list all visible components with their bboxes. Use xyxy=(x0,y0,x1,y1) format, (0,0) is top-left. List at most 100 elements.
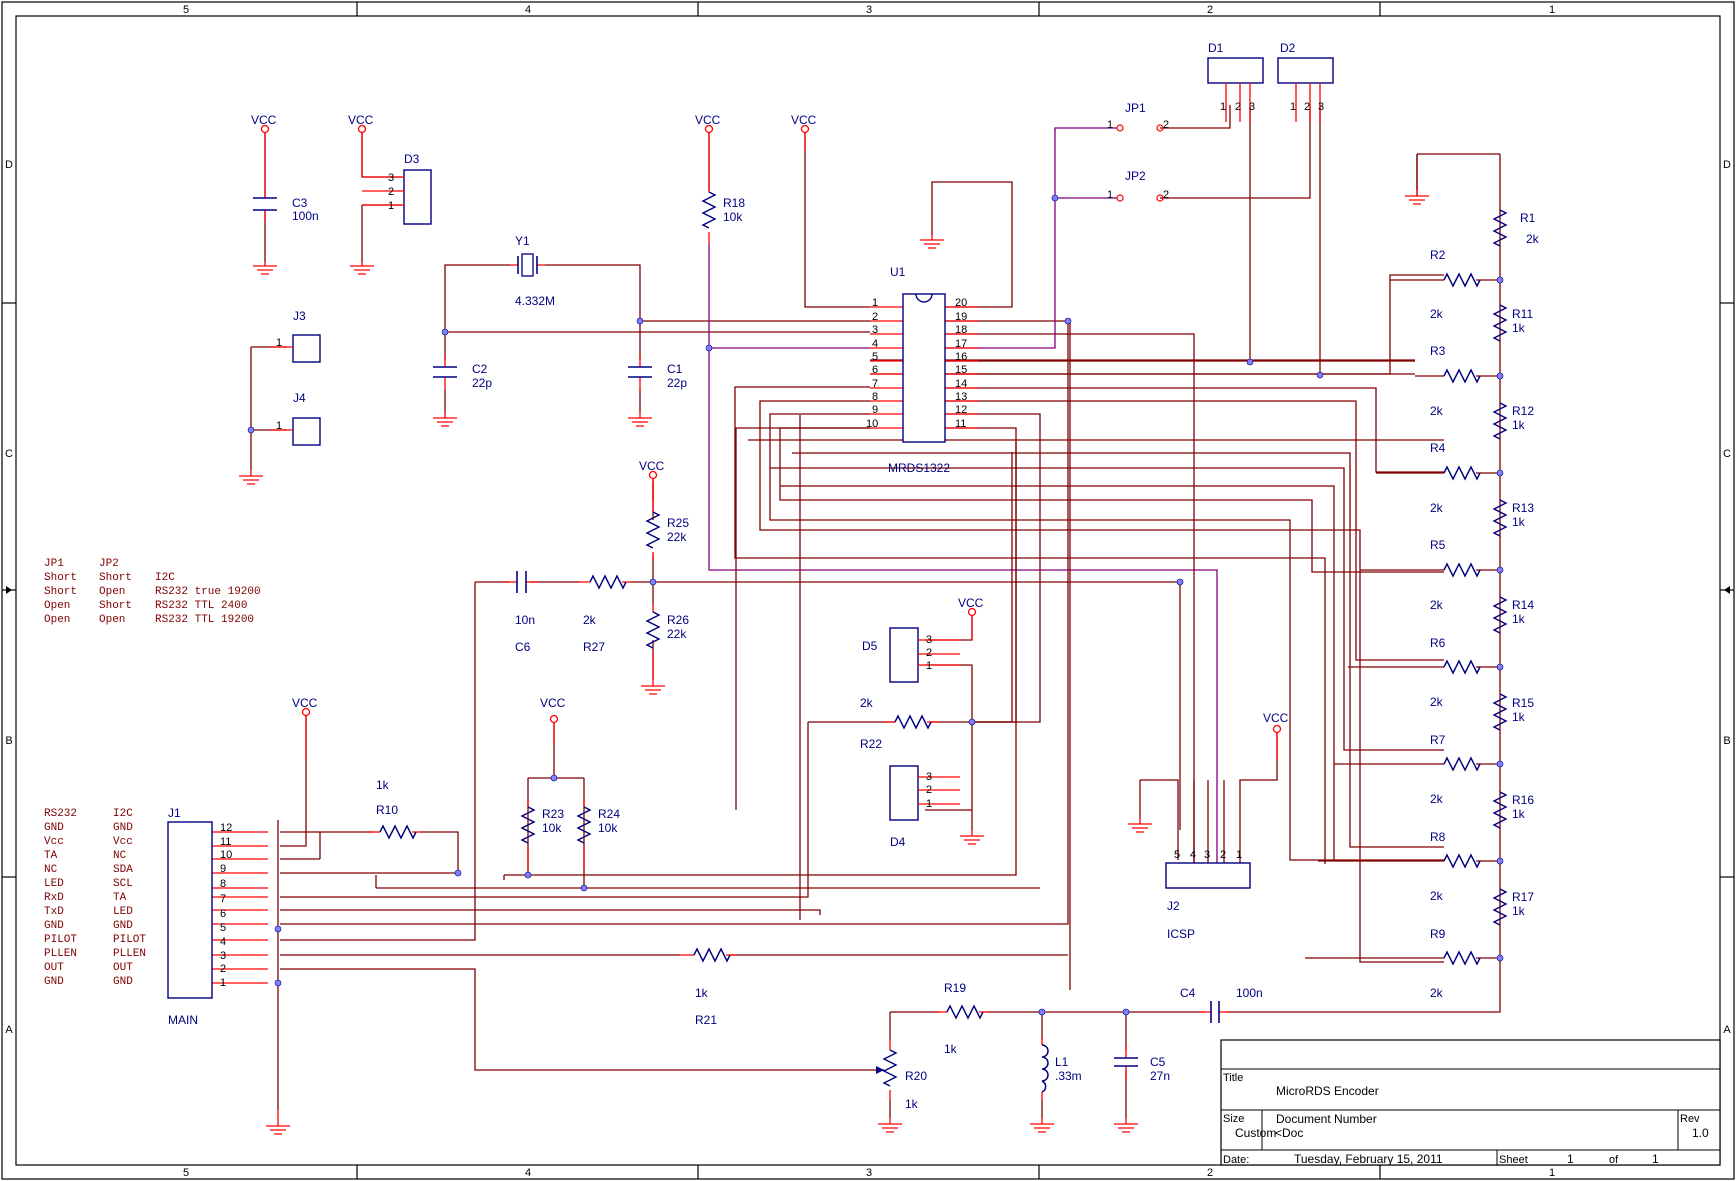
r9-value: 2k xyxy=(1430,986,1444,1000)
zone-col-4: 4 xyxy=(525,4,531,16)
r23-ref: R23 xyxy=(542,807,564,821)
r16-resistor[interactable]: R16 1k xyxy=(1492,791,1534,829)
r22-value: 2k xyxy=(860,696,874,710)
r4-resistor[interactable]: R4 2k xyxy=(1376,441,1500,515)
r15-resistor[interactable]: R15 1k xyxy=(1492,693,1534,731)
r7-value: 2k xyxy=(1430,792,1444,806)
r9-resistor[interactable]: R9 2k xyxy=(1305,927,1500,1000)
r21-resistor[interactable]: 1k R21 xyxy=(680,947,736,1027)
jt-r3c0: Open xyxy=(44,600,70,612)
r6-value: 2k xyxy=(1430,695,1444,709)
j2-value: ICSP xyxy=(1167,927,1195,941)
r25-ref: R25 xyxy=(667,516,689,530)
jt-r2c0: Short xyxy=(44,586,77,598)
c1-capacitor[interactable]: C1 22p xyxy=(628,355,687,390)
title-value: MicroRDS Encoder xyxy=(1276,1084,1379,1098)
y1-crystal[interactable]: Y1 4.332M xyxy=(510,234,555,308)
r26-resistor[interactable]: R26 22k xyxy=(645,605,689,680)
c2-capacitor[interactable]: C2 22p xyxy=(433,355,492,390)
r27-resistor[interactable]: 2k R27 xyxy=(578,574,632,654)
r16-ref: R16 xyxy=(1512,793,1534,807)
svg-text:3: 3 xyxy=(926,634,932,646)
d5-ref: D5 xyxy=(862,639,878,653)
u1-value: MRDS1322 xyxy=(888,461,950,475)
c6-capacitor[interactable]: 10n C6 xyxy=(505,571,538,654)
r17-resistor[interactable]: R17 1k xyxy=(1492,888,1534,926)
zone-col-5: 5 xyxy=(183,4,189,16)
r13-resistor[interactable]: R13 1k xyxy=(1492,499,1534,537)
svg-text:1: 1 xyxy=(1107,119,1113,131)
svg-text:9: 9 xyxy=(220,863,226,875)
l1-inductor[interactable]: L1 .33m xyxy=(1041,1038,1082,1100)
c3-capacitor[interactable]: C3 100n xyxy=(253,185,319,223)
svg-text:LED: LED xyxy=(113,906,133,918)
svg-text:2: 2 xyxy=(388,186,394,198)
r14-resistor[interactable]: R14 1k xyxy=(1492,596,1534,634)
svg-text:GND: GND xyxy=(113,976,133,988)
of-label: of xyxy=(1609,1154,1619,1166)
svg-text:2: 2 xyxy=(1163,119,1169,131)
svg-text:2: 2 xyxy=(1304,101,1310,113)
gnd-c1 xyxy=(628,390,652,427)
r1-resistor[interactable]: R1 2k xyxy=(1492,209,1540,247)
c4-value: 100n xyxy=(1236,986,1263,1000)
r12-resistor[interactable]: R12 1k xyxy=(1492,402,1534,440)
svg-text:2: 2 xyxy=(1220,849,1226,861)
r24-resistor[interactable]: R24 10k xyxy=(576,800,620,870)
r26-value: 22k xyxy=(667,627,687,641)
r4-value: 2k xyxy=(1430,501,1444,515)
zone-row-c-right: C xyxy=(1723,448,1731,460)
j4-connector[interactable]: J4 1 xyxy=(270,391,321,446)
svg-text:GND: GND xyxy=(44,976,64,988)
r22-resistor[interactable]: 2k R22 xyxy=(860,696,938,751)
vcc-r18: VCC xyxy=(695,113,721,185)
j3-connector[interactable]: J3 1 xyxy=(270,309,321,363)
svg-text:1: 1 xyxy=(388,200,394,212)
r8-resistor[interactable]: R8 2k xyxy=(1318,830,1500,903)
ground-symbols xyxy=(239,190,1429,1135)
zone-col-3: 3 xyxy=(866,4,872,16)
c5-capacitor[interactable]: C5 27n xyxy=(1114,1045,1170,1083)
r2-value: 2k xyxy=(1430,307,1444,321)
r19-resistor[interactable]: R19 1k xyxy=(935,981,990,1056)
zone-col-4-bottom: 4 xyxy=(525,1167,531,1179)
svg-text:5: 5 xyxy=(1174,849,1180,861)
svg-text:1: 1 xyxy=(276,420,282,432)
r7-resistor[interactable]: R7 2k xyxy=(1334,733,1500,806)
c5-ref: C5 xyxy=(1150,1055,1166,1069)
r23-resistor[interactable]: R23 10k xyxy=(520,800,564,870)
r11-resistor[interactable]: R11 1k xyxy=(1492,304,1533,342)
gnd-c5 xyxy=(1114,1118,1138,1133)
zone-row-b: B xyxy=(5,735,12,747)
r3-resistor[interactable]: R3 2k xyxy=(1415,344,1500,418)
r20-potentiometer[interactable]: R20 1k xyxy=(876,1040,927,1111)
d3-led[interactable]: D3 321 xyxy=(362,152,432,225)
d5-led[interactable]: D5 321 xyxy=(862,627,960,683)
r2-resistor[interactable]: R2 2k xyxy=(1390,248,1500,321)
r6-resistor[interactable]: R6 2k xyxy=(1348,636,1500,709)
jp1-ref: JP1 xyxy=(1125,101,1146,115)
r11-ref: R11 xyxy=(1512,307,1533,321)
gnd-j1 xyxy=(266,1110,290,1135)
svg-text:Vcc: Vcc xyxy=(113,836,133,848)
d4-led[interactable]: D4 321 xyxy=(889,765,960,849)
r12-ref: R12 xyxy=(1512,404,1534,418)
r18-resistor[interactable]: R18 10k xyxy=(701,185,745,244)
jp1-jumper[interactable]: JP1 1 2 xyxy=(1107,101,1169,132)
zone-row-a: A xyxy=(5,1024,13,1036)
r24-value: 10k xyxy=(598,821,618,835)
r9-ref: R9 xyxy=(1430,927,1446,941)
d3-ref: D3 xyxy=(404,152,420,166)
gnd-j3j4 xyxy=(239,470,263,485)
r20-ref: R20 xyxy=(905,1069,927,1083)
r5-resistor[interactable]: R5 2k xyxy=(1360,538,1500,612)
j2-ref: J2 xyxy=(1167,899,1180,913)
c4-capacitor[interactable]: C4 100n xyxy=(1180,986,1263,1023)
r10-resistor[interactable]: 1k R10 xyxy=(368,778,422,840)
